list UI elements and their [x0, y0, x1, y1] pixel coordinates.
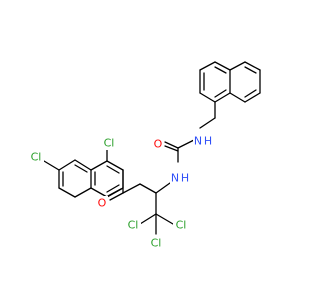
trichloromethyl-right-chlorine-label: Cl [176, 219, 187, 232]
urea-oxygen-label: O [154, 138, 163, 151]
trichloromethyl-bottom-chlorine-label: Cl [151, 237, 162, 250]
naphthalene-bonds [199, 61, 261, 119]
ketone-oxygen-label: O [98, 197, 107, 210]
amide-hydrogen-label: H [181, 172, 189, 185]
urea-hydrogen-label: H [204, 135, 212, 148]
urea-nitrogen-label: N [194, 135, 202, 148]
amide-nitrogen-label: N [171, 172, 179, 185]
chlorine-para-label: Cl [31, 151, 42, 164]
dichlorophenyl-bonds [43, 144, 124, 198]
molecule-structure: Cl Cl O O N H N H Cl Cl Cl [28, 61, 261, 250]
chlorine-ortho-label: Cl [104, 137, 115, 150]
trichloromethyl-left-chlorine-label: Cl [128, 219, 139, 232]
molecule-canvas: Cl Cl O O N H N H Cl Cl Cl [28, 61, 261, 250]
atom-labels: Cl Cl O O N H N H Cl Cl Cl [28, 134, 215, 250]
